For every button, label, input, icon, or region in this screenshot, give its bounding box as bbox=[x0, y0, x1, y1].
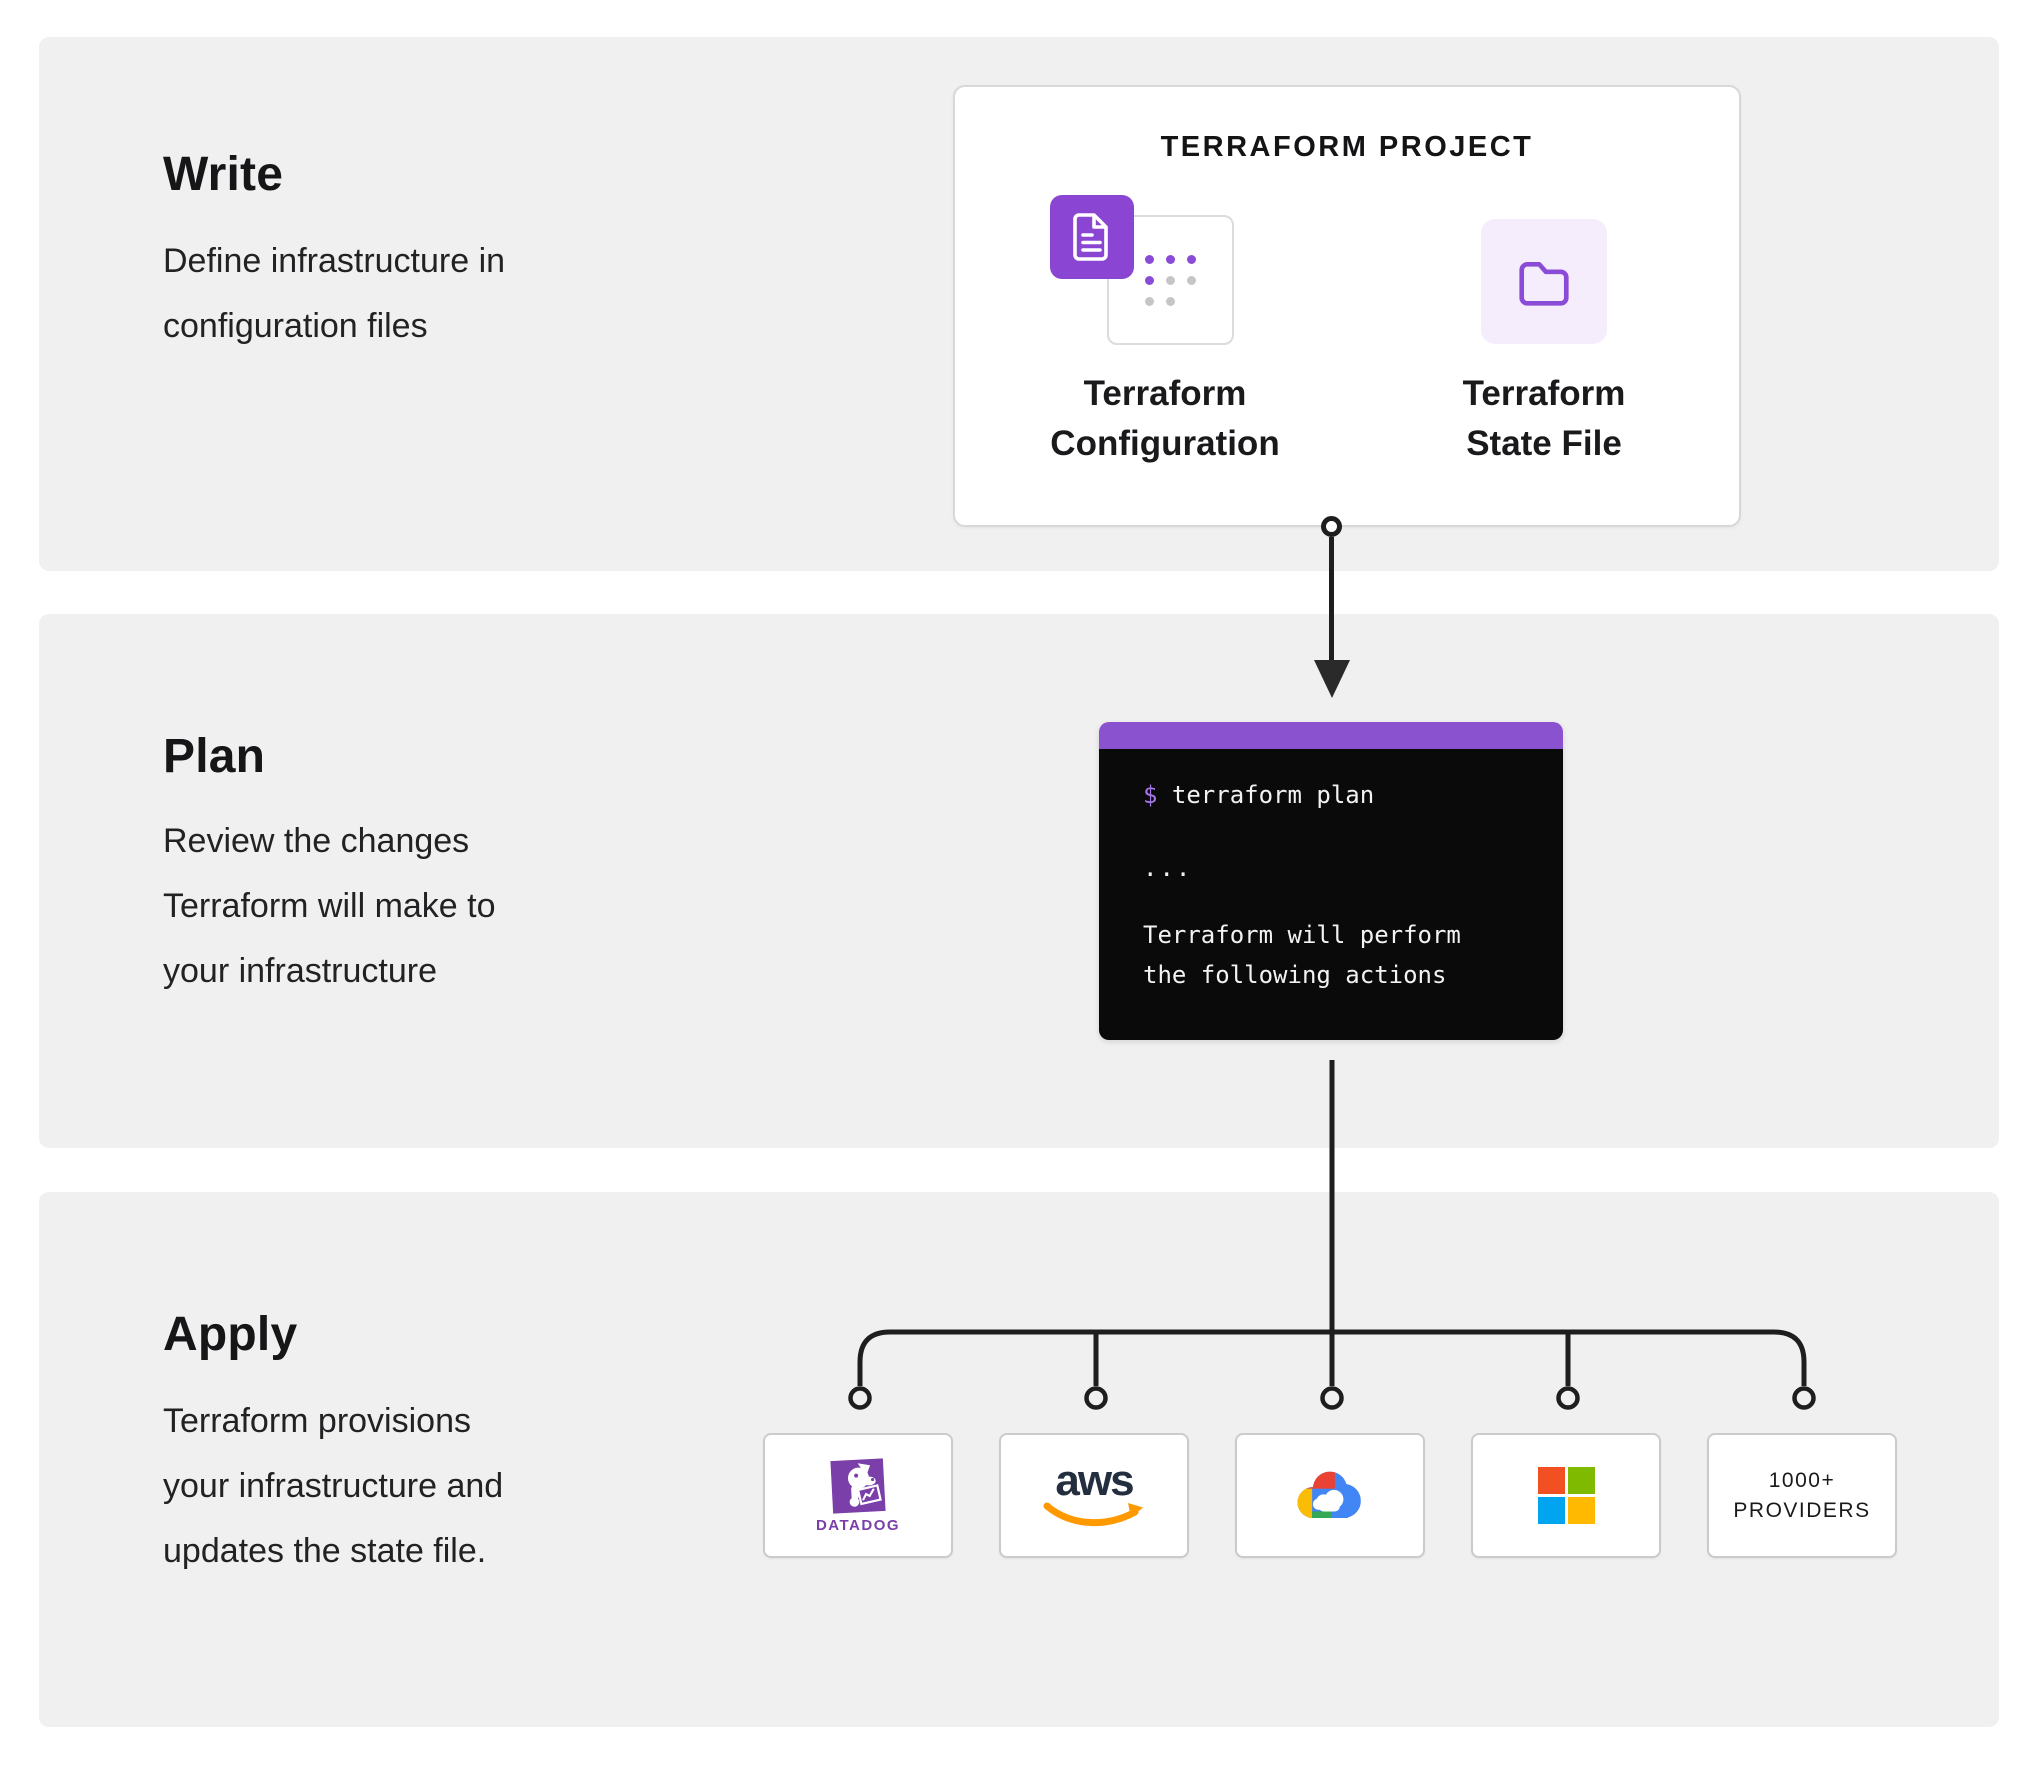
provider-card-microsoft bbox=[1471, 1433, 1661, 1558]
terminal-output-line: the following actions bbox=[1143, 961, 1447, 989]
dots-grid-icon bbox=[1145, 255, 1196, 306]
write-panel: Write Define infrastructure in configura… bbox=[39, 37, 1999, 571]
provider-card-datadog: DATADOG bbox=[763, 1433, 953, 1558]
provider-card-google-cloud bbox=[1235, 1433, 1425, 1558]
aws-smile-icon bbox=[1043, 1502, 1143, 1527]
provider-card-aws: aws bbox=[999, 1433, 1189, 1558]
terminal-command-line: $ terraform plan bbox=[1143, 775, 1563, 815]
connector-line bbox=[1329, 537, 1334, 661]
terminal-window: $ terraform plan ... Terraform will perf… bbox=[1099, 722, 1563, 1040]
plan-description: Review the changes Terraform will make t… bbox=[163, 822, 496, 990]
terraform-project-card: TERRAFORM PROJECT bbox=[953, 85, 1741, 527]
terraform-state-label: Terraform State File bbox=[1462, 374, 1626, 463]
branch-connector bbox=[848, 1060, 1816, 1410]
document-icon bbox=[1073, 213, 1108, 261]
datadog-wordmark: DATADOG bbox=[815, 1516, 901, 1534]
state-file-tile bbox=[1481, 219, 1607, 344]
configuration-document-tile bbox=[1050, 195, 1134, 279]
connector-node-circle bbox=[1321, 516, 1342, 537]
datadog-dog-icon bbox=[830, 1457, 886, 1514]
microsoft-squares-icon bbox=[1537, 1467, 1595, 1524]
folder-icon bbox=[1519, 261, 1569, 306]
write-description: Define infrastructure in configuration f… bbox=[163, 242, 506, 345]
terminal-title-bar bbox=[1099, 722, 1563, 749]
apply-description: Terraform provisions your infrastructure… bbox=[163, 1402, 504, 1570]
google-cloud-icon bbox=[1297, 1471, 1361, 1518]
plan-panel: Plan Review the changes Terraform will m… bbox=[39, 614, 1999, 1148]
aws-wordmark: aws bbox=[1055, 1455, 1134, 1505]
terminal-output: $ terraform plan ... Terraform will perf… bbox=[1099, 749, 1563, 1040]
apply-heading: Apply bbox=[163, 1308, 298, 1361]
plan-heading: Plan bbox=[163, 730, 266, 783]
terraform-configuration-label: Terraform Configuration bbox=[1050, 374, 1280, 463]
provider-card-more-providers: 1000+ PROVIDERS bbox=[1707, 1433, 1897, 1558]
write-heading: Write bbox=[163, 148, 284, 201]
terminal-command: terraform plan bbox=[1171, 781, 1375, 809]
terminal-ellipsis: ... bbox=[1143, 854, 1193, 882]
arrow-down-icon bbox=[1314, 660, 1350, 698]
terminal-output-line: Terraform will perform bbox=[1143, 921, 1461, 949]
project-card-title: TERRAFORM PROJECT bbox=[1160, 131, 1534, 163]
providers-count-label: 1000+ PROVIDERS bbox=[1733, 1468, 1871, 1522]
connector-node-circles bbox=[848, 1386, 1816, 1410]
terminal-prompt: $ bbox=[1143, 781, 1158, 809]
